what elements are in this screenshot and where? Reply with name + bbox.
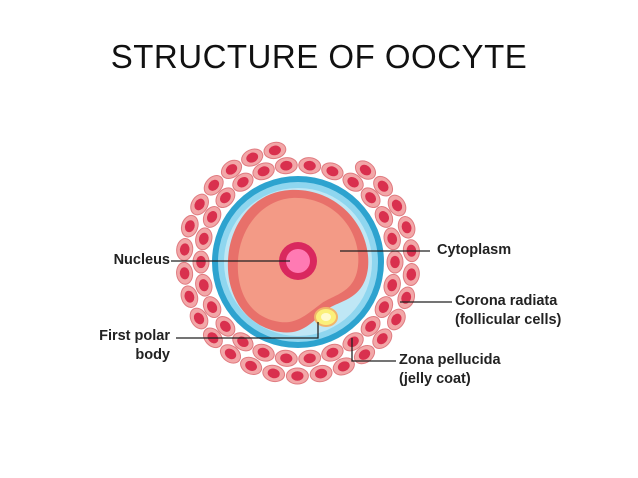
first-polar-body-center xyxy=(321,313,331,321)
follicular-cell-nucleus xyxy=(315,368,328,379)
zona-pellucida-label-line2: (jelly coat) xyxy=(399,371,471,387)
follicular-cell-nucleus xyxy=(347,336,359,348)
zona-pellucida-leader xyxy=(351,338,396,362)
first-polar-body-label: First polar body xyxy=(78,327,170,365)
follicular-cell-nucleus xyxy=(198,279,209,292)
follicular-cell-nucleus xyxy=(193,312,205,325)
follicular-cell-nucleus xyxy=(194,198,205,211)
follicular-cell-nucleus xyxy=(347,176,359,188)
follicular-cell-nucleus xyxy=(390,255,400,269)
follicular-cell-nucleus xyxy=(219,192,231,204)
follicular-cell-nucleus xyxy=(237,176,249,188)
nucleus-inner xyxy=(286,249,310,273)
follicular-cell-nucleus xyxy=(257,166,270,177)
follicular-cell-nucleus xyxy=(219,320,231,332)
first-polar-body-label-line1: First polar xyxy=(99,328,170,344)
page-title: STRUCTURE OF OOCYTE xyxy=(110,38,528,75)
follicular-cell-nucleus xyxy=(237,336,249,348)
follicular-cell-nucleus xyxy=(206,301,218,313)
follicular-cell-nucleus xyxy=(401,291,412,304)
follicular-cell-nucleus xyxy=(376,333,388,345)
follicular-cell-nucleus xyxy=(359,164,372,176)
follicular-cell-nucleus xyxy=(280,160,293,171)
follicular-cell-nucleus xyxy=(184,290,195,303)
follicular-cell-nucleus xyxy=(267,368,280,379)
follicular-cell-nucleus xyxy=(280,353,293,364)
follicular-cell-nucleus xyxy=(184,220,195,233)
zona-pellucida-label: Zona pellucida (jelly coat) xyxy=(399,351,501,389)
follicular-cell-nucleus xyxy=(378,301,390,313)
follicular-cell-nucleus xyxy=(303,160,316,171)
zona-pellucida-label-line1: Zona pellucida xyxy=(399,352,501,368)
corona-radiata-label-line1: Corona radiata xyxy=(455,293,558,309)
follicular-cell-nucleus xyxy=(268,145,281,156)
follicular-cell-nucleus xyxy=(198,232,209,245)
first-polar-body-label-line2: body xyxy=(135,347,170,363)
corona-radiata-label: Corona radiata (follicular cells) xyxy=(455,292,561,330)
follicular-cell-nucleus xyxy=(245,360,258,371)
follicular-cell-nucleus xyxy=(179,243,190,256)
follicular-cell-nucleus xyxy=(291,371,304,381)
follicular-cell-nucleus xyxy=(257,347,270,358)
follicular-cell-nucleus xyxy=(378,211,390,223)
follicular-cell-nucleus xyxy=(303,353,316,364)
follicular-cell-nucleus xyxy=(225,164,238,175)
follicular-cell-nucleus xyxy=(196,255,206,269)
cytoplasm-label: Cytoplasm xyxy=(437,242,512,258)
follicular-cell-nucleus xyxy=(326,166,339,177)
follicular-cell-nucleus xyxy=(365,192,377,204)
nucleus-label: Nucleus xyxy=(113,252,170,268)
polar-body-leader xyxy=(176,322,319,339)
follicular-cell-nucleus xyxy=(326,347,339,358)
follicular-cell-nucleus xyxy=(179,267,190,280)
follicular-cell-nucleus xyxy=(391,199,403,212)
follicular-cell-nucleus xyxy=(387,232,398,245)
follicular-cell-nucleus xyxy=(224,348,237,360)
follicular-cell-nucleus xyxy=(365,320,377,332)
follicular-cell-nucleus xyxy=(387,279,398,292)
leader-lines xyxy=(171,250,452,362)
follicular-cell-nucleus xyxy=(206,211,218,223)
corona-radiata-label-line2: (follicular cells) xyxy=(455,312,562,328)
follicular-cell-nucleus xyxy=(377,180,389,192)
follicular-cell-nucleus xyxy=(337,361,350,372)
follicular-cell-nucleus xyxy=(358,349,371,360)
follicular-cell-nucleus xyxy=(406,268,417,281)
follicular-cell-nucleus xyxy=(246,152,259,163)
follicular-cell-nucleus xyxy=(391,313,402,326)
follicular-cell-nucleus xyxy=(401,221,412,234)
follicular-cell-nucleus xyxy=(208,179,220,191)
